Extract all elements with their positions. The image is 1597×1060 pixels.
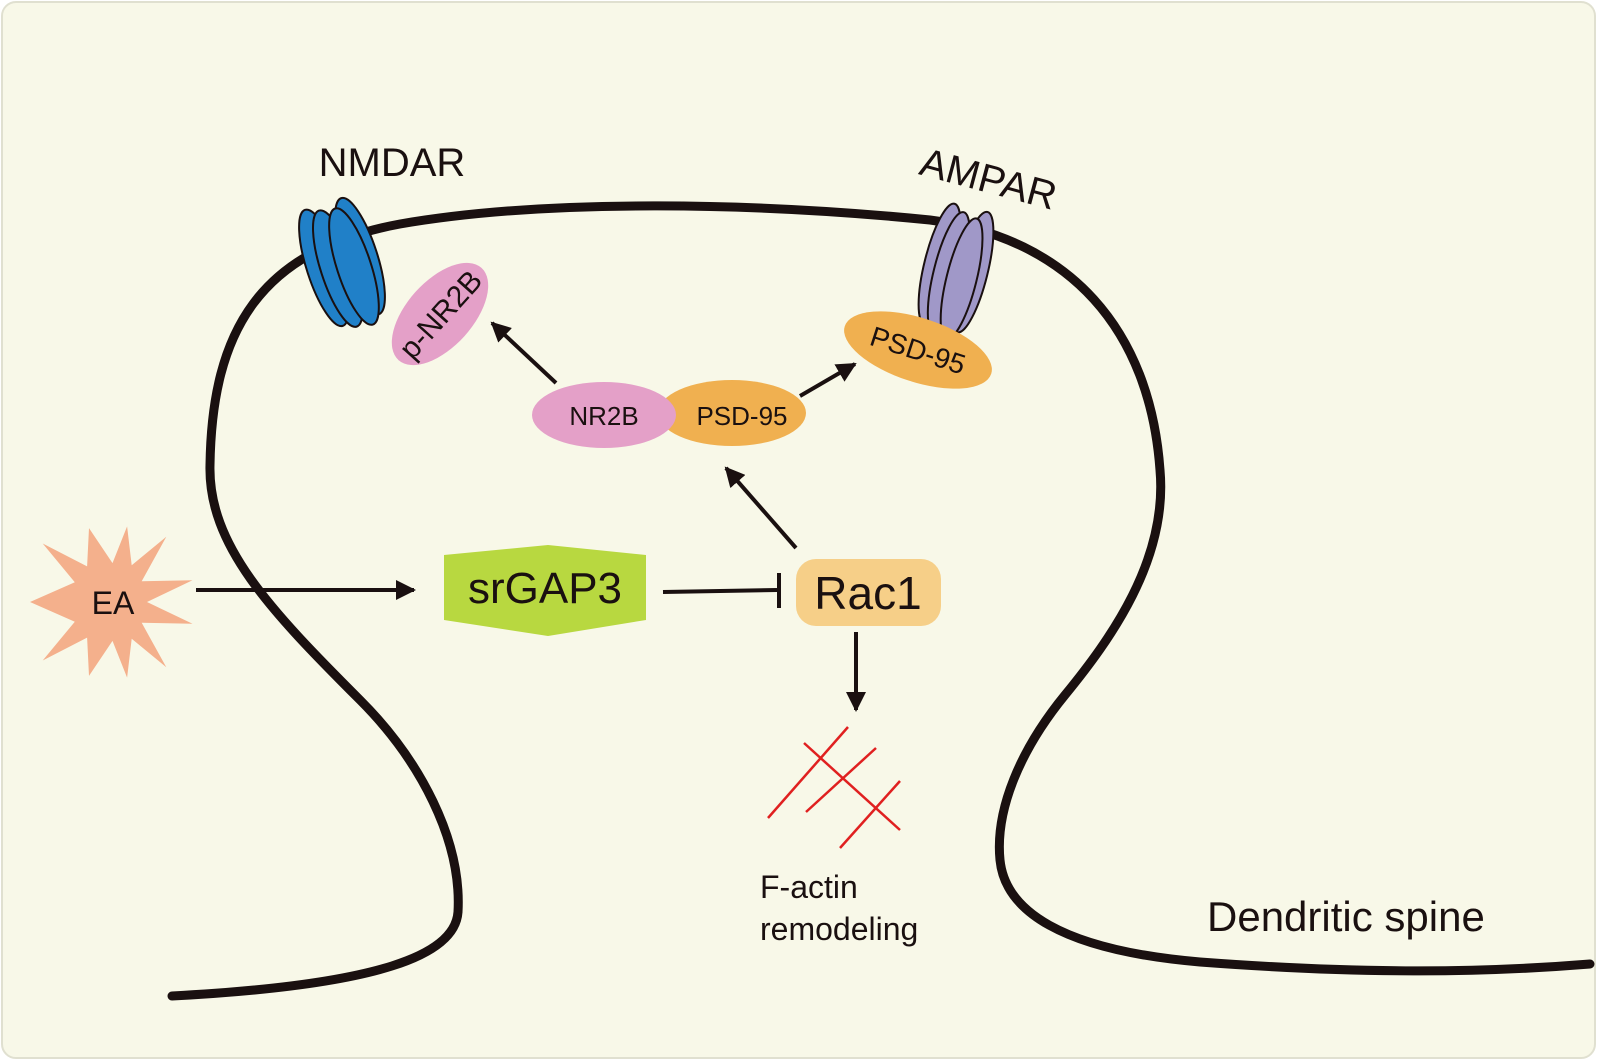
psd95-ampar-protein: PSD-95 xyxy=(844,311,992,389)
rac1-label: Rac1 xyxy=(814,567,921,619)
f-actin-icon xyxy=(767,726,901,849)
nr2b-psd95-complex: NR2B PSD-95 xyxy=(532,380,806,448)
nmdar-label: NMDAR xyxy=(319,141,466,185)
psd95-complex-protein xyxy=(658,380,806,446)
f-actin-label-line2: remodeling xyxy=(760,911,918,947)
arrow-psd95-to-ampar xyxy=(798,362,857,398)
nmdar-receptor-icon xyxy=(298,196,386,328)
ampar-receptor-icon xyxy=(917,202,995,340)
rac1-node xyxy=(796,559,941,626)
nr2b-label: NR2B xyxy=(569,401,638,431)
dendritic-spine-label: Dendritic spine xyxy=(1207,893,1485,940)
nr2b-protein xyxy=(532,382,676,448)
inhibition-srgap3-to-rac1 xyxy=(662,573,781,608)
dendritic-spine-membrane xyxy=(167,201,1595,1001)
f-actin-label-line1: F-actin xyxy=(760,869,858,905)
arrow-nr2b-to-p-nr2b xyxy=(490,321,558,385)
srgap3-node xyxy=(444,545,646,636)
psd95-complex-label: PSD-95 xyxy=(696,401,787,431)
ea-label: EA xyxy=(92,585,135,621)
srgap3-label: srGAP3 xyxy=(468,564,622,613)
arrow-rac1-to-complex xyxy=(724,466,798,550)
ea-starburst-icon xyxy=(30,526,193,678)
